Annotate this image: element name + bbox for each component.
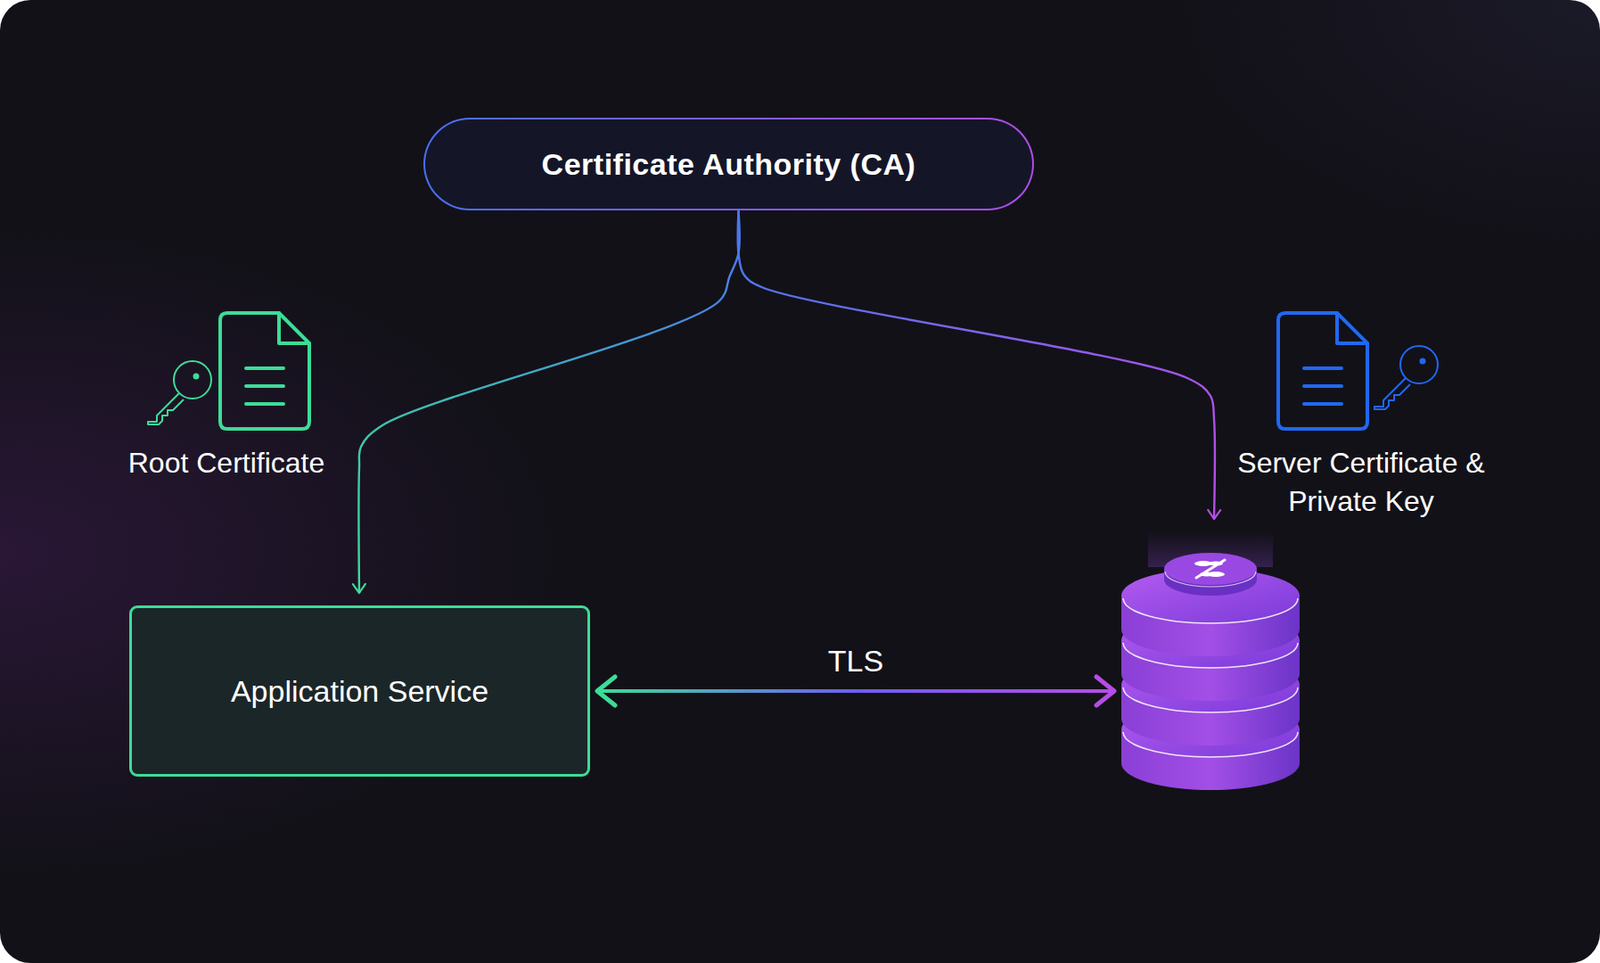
- connector: [597, 689, 1115, 693]
- root-certificate-icon: [220, 312, 310, 429]
- connector: [358, 210, 739, 593]
- node-title: Application Service: [230, 673, 489, 709]
- node-title: Certificate Authority (CA): [541, 147, 917, 182]
- edge-label: TLS: [828, 640, 884, 682]
- server-certificate-icon: [1278, 312, 1368, 429]
- certificate-label: Root Certificate: [83, 443, 370, 483]
- root-key-icon: [147, 361, 212, 425]
- private-key-icon: [1374, 345, 1438, 410]
- connector: [738, 210, 1215, 519]
- certificate-label: Server Certificate & Private Key: [1227, 443, 1495, 521]
- database-cylinder: [1121, 531, 1300, 810]
- database-node: [1121, 531, 1300, 810]
- service-box: Application Service: [129, 605, 591, 777]
- authority-box: Certificate Authority (CA): [423, 117, 1034, 211]
